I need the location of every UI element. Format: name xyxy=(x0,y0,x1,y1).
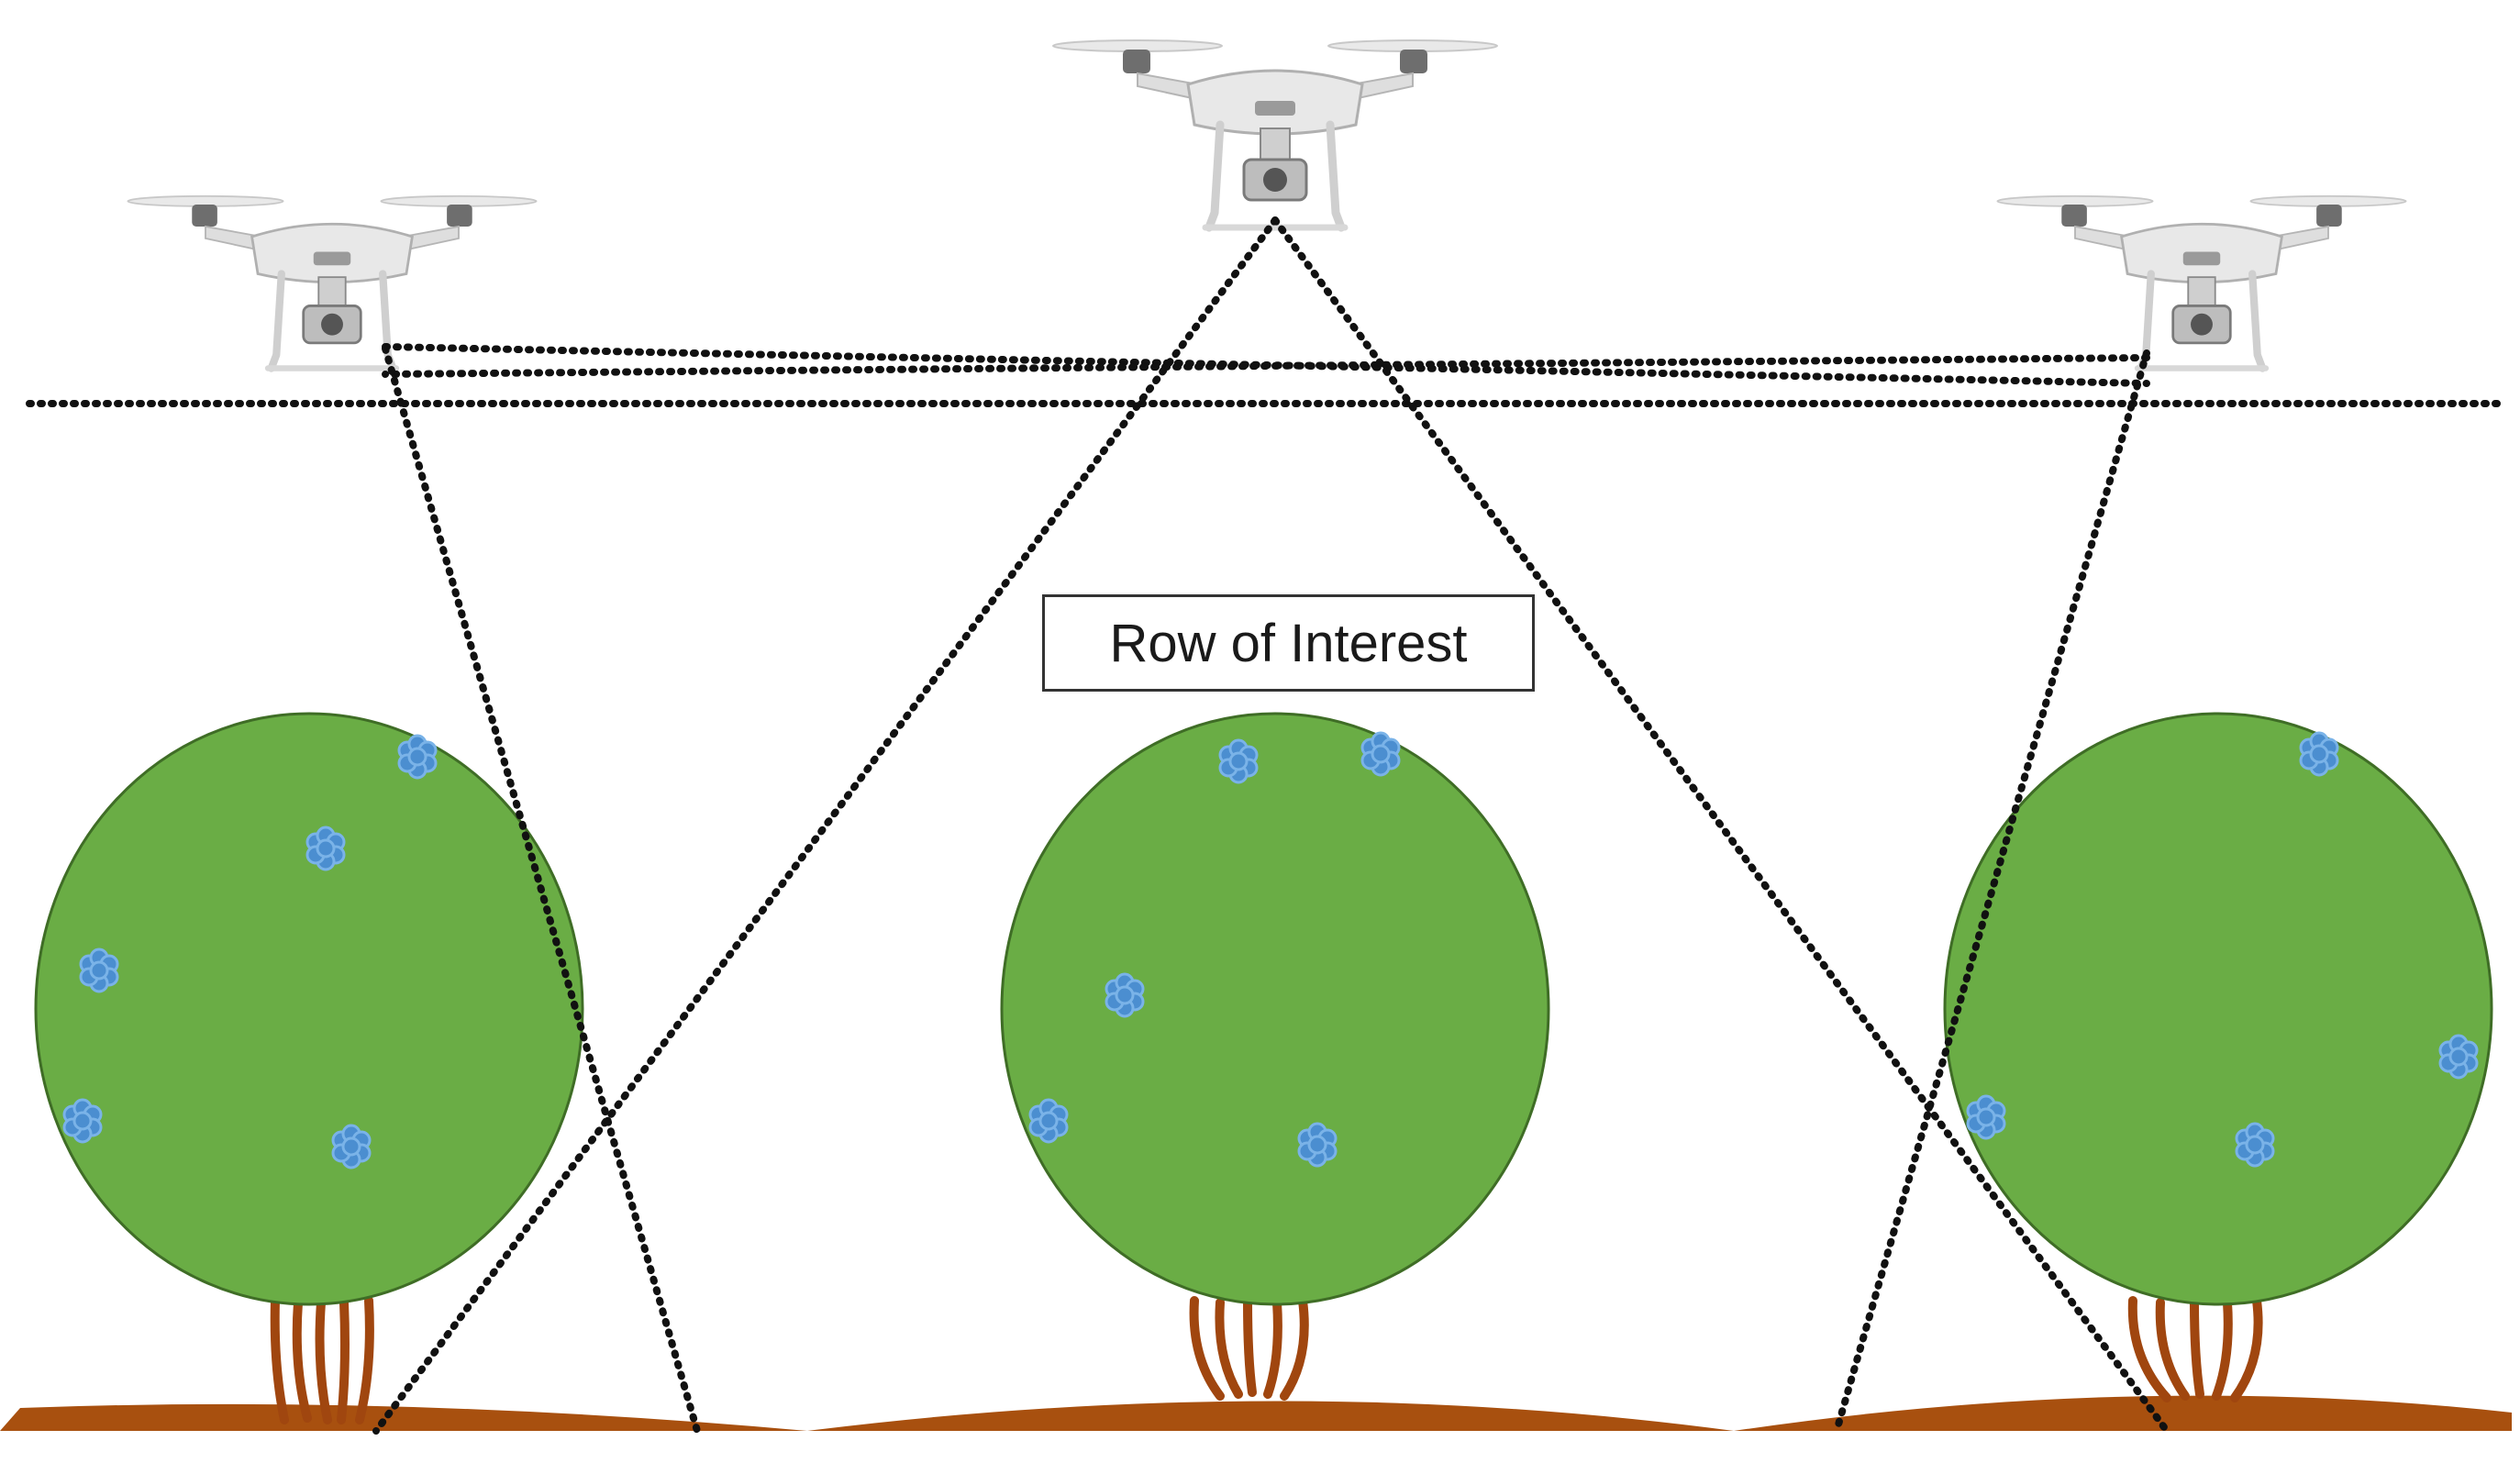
blue-fruit-cluster-icon xyxy=(1105,972,1145,1018)
right-drone-icon xyxy=(1997,196,2405,369)
ground-right xyxy=(1734,1395,2512,1431)
center-drone-left-view-line xyxy=(372,216,1279,1435)
left-tree-crown xyxy=(34,712,584,1306)
label-text: Row of Interest xyxy=(1109,613,1468,673)
blue-fruit-cluster-icon xyxy=(2299,731,2339,777)
left-drone-view-line xyxy=(382,345,701,1435)
blue-fruit-cluster-icon xyxy=(2235,1122,2275,1168)
blue-fruit-cluster-icon xyxy=(2438,1034,2479,1080)
row-of-interest-label: Row of Interest xyxy=(1042,594,1535,692)
sight-lines xyxy=(26,216,2503,1435)
right-tree-roots xyxy=(2127,1296,2263,1402)
ground-left xyxy=(0,1403,807,1431)
blue-fruit-cluster-icon xyxy=(79,948,119,993)
blue-fruit-cluster-icon xyxy=(397,734,438,780)
right-drone-view-line xyxy=(1833,349,2150,1435)
ground-center xyxy=(807,1401,1734,1431)
blue-fruit-cluster-icon xyxy=(1966,1094,2006,1140)
center-tree-crown xyxy=(1000,712,1550,1306)
blue-fruit-cluster-icon xyxy=(1297,1122,1338,1168)
left-drone-icon xyxy=(128,196,536,369)
center-drone-right-view-line xyxy=(1271,216,2170,1435)
blue-fruit-cluster-icon xyxy=(1360,731,1401,777)
blue-fruit-cluster-icon xyxy=(305,826,346,871)
blue-fruit-cluster-icon xyxy=(1028,1098,1069,1144)
blue-fruit-cluster-icon xyxy=(62,1098,103,1144)
blue-fruit-cluster-icon xyxy=(331,1124,372,1169)
blue-fruit-cluster-icon xyxy=(1218,738,1259,784)
right-tree-crown xyxy=(1943,712,2493,1306)
left-tree-roots xyxy=(270,1296,374,1424)
center-drone-icon xyxy=(1053,40,1497,227)
right-drone-horizontal-line xyxy=(382,354,2150,378)
center-tree-roots xyxy=(1189,1296,1309,1401)
